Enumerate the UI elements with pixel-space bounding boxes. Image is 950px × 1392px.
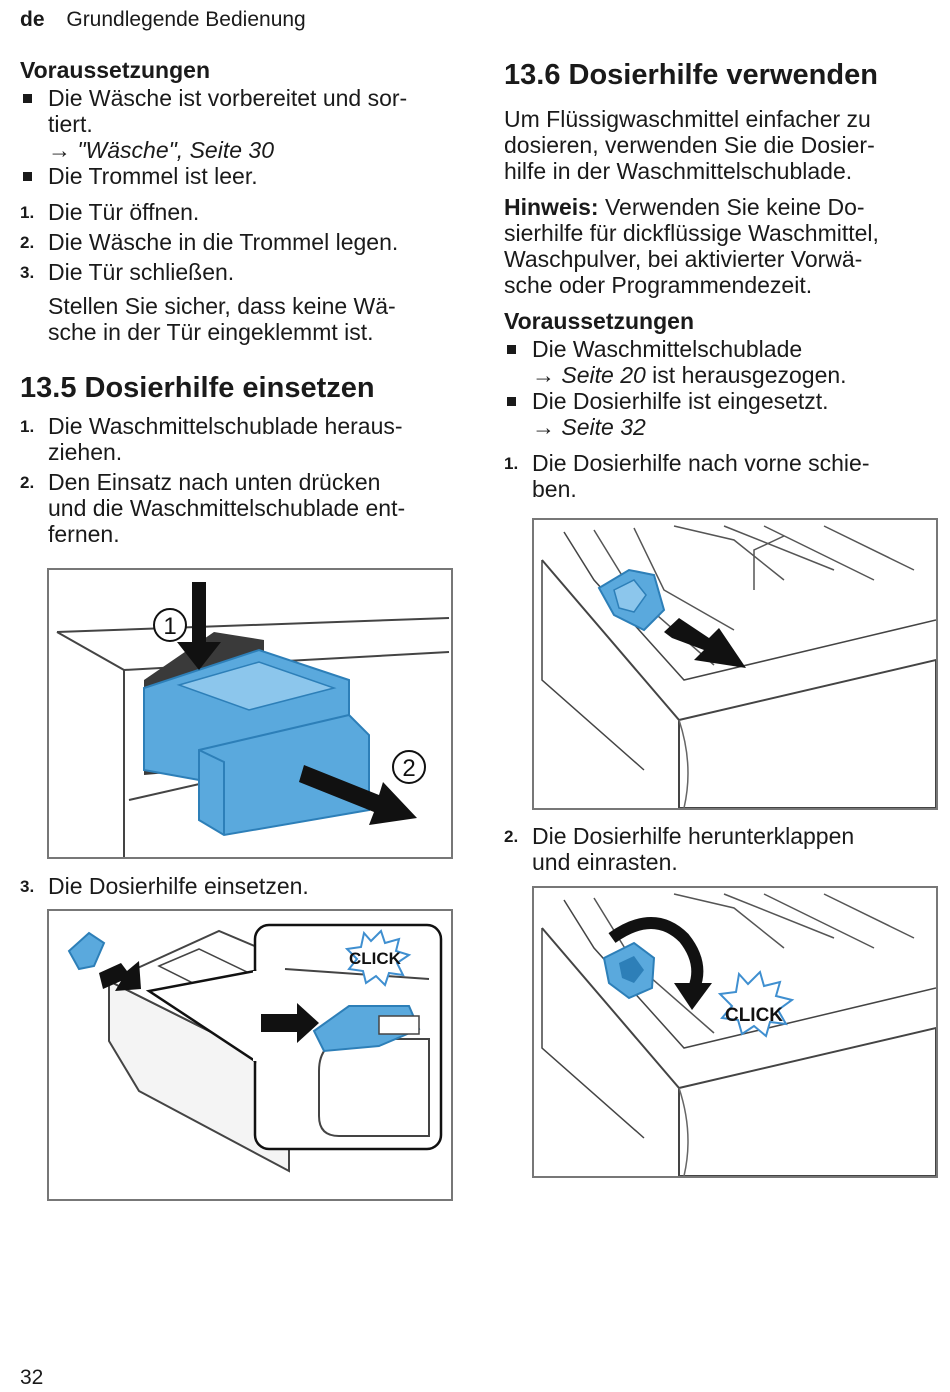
step-item: 2. Den Einsatz nach unten drücken und di… [20,469,406,547]
prereq-heading: Voraussetzungen [20,57,210,83]
section-title-13-6: 13.6 Dosierhilfe verwenden [504,59,878,91]
cross-reference-link[interactable]: → "Wäsche", Seite 30 [48,137,274,163]
prereq-item: Die Wäsche ist vorbereitet und sor- tier… [20,85,460,163]
left-column: Voraussetzungen Die Wäsche ist vorbereit… [20,54,460,547]
section-title-13-5: 13.5 Dosierhilfe einsetzen [20,372,375,404]
chapter-title: Grundlegende Bedienung [66,8,306,31]
cross-reference-link[interactable]: → Seite 32 [532,414,646,440]
figure-callout-2: 2 [402,755,415,782]
step-item: 1. Die Waschmittelschublade heraus- zieh… [20,413,403,465]
hint-paragraph: Hinweis: Verwenden Sie keine Do- sierhil… [504,194,879,298]
figure-insert-dosing-aid: CLICK [47,909,453,1201]
step-item: 1. Die Dosierhilfe nach vorne schie- ben… [504,450,870,502]
step-item: 2. Die Dosierhilfe herunterklappen und e… [504,823,855,875]
step-item: 1.Die Tür öffnen. [20,199,200,225]
page-number: 32 [20,1366,44,1389]
click-label: CLICK [725,1005,783,1026]
prereq-item: Die Waschmittelschublade → Seite 20 ist … [504,336,934,388]
prereq-item: Die Dosierhilfe ist eingesetzt. → Seite … [504,388,934,440]
right-column: 13.6 Dosierhilfe verwenden Um Flüssigwas… [504,58,934,502]
click-label: CLICK [349,949,402,968]
language-code: de [20,8,45,31]
step-item: 3.Die Dosierhilfe einsetzen. [20,873,309,899]
page-header: de Grundlegende Bedienung [20,8,306,32]
step-note: Stellen Sie sicher, dass keine Wä- sche … [48,293,396,345]
step-item: 3.Die Tür schließen. [20,259,235,285]
intro-paragraph: Um Flüssigwaschmittel einfacher zu dosie… [504,106,875,184]
hint-label: Hinweis: [504,194,599,220]
figure-callout-1: 1 [163,613,176,640]
figure-fold-down-dosing-aid: CLICK [532,886,938,1178]
prereq-heading: Voraussetzungen [504,308,694,334]
step-item: 2.Die Wäsche in die Trommel legen. [20,229,399,255]
figure-push-dosing-aid-forward [532,518,938,810]
prereq-item: Die Trommel ist leer. [20,163,460,189]
cross-reference-link[interactable]: → Seite 20 [532,362,646,388]
figure-remove-drawer: 1 2 [47,568,453,859]
